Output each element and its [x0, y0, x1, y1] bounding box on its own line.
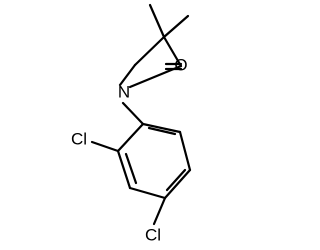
bond-ring-cl-bottom — [152, 196, 167, 226]
bond-ring-6 — [141, 122, 182, 134]
bond-ring-3 — [128, 186, 167, 200]
bond-ring-1 — [116, 122, 145, 153]
bond-ring-5 — [178, 130, 192, 172]
bond-n-aryl — [121, 101, 145, 126]
bond-methyl-left — [148, 3, 166, 39]
bond-ring-2 — [116, 149, 132, 190]
chlorine-label-top: Cl — [71, 129, 87, 148]
chlorine-label-bottom: Cl — [145, 225, 161, 244]
oxygen-label: O — [174, 55, 187, 74]
structure-svg: O N Cl Cl — [71, 3, 192, 244]
chemical-structure-diagram: O N Cl Cl — [70, 3, 192, 245]
nitrogen-label: N — [118, 82, 130, 101]
bond-methyl-right — [162, 14, 190, 39]
bond-inner-2 — [165, 168, 187, 192]
bond-n1-c4 — [118, 63, 137, 87]
bond-c4-c3 — [133, 35, 166, 67]
bond-c3-c2 — [162, 35, 183, 68]
bond-ring-cl-top — [90, 140, 120, 153]
bond-inner-1 — [124, 152, 138, 185]
bond-ring-4 — [163, 168, 192, 200]
bond-inner-3 — [147, 126, 177, 136]
